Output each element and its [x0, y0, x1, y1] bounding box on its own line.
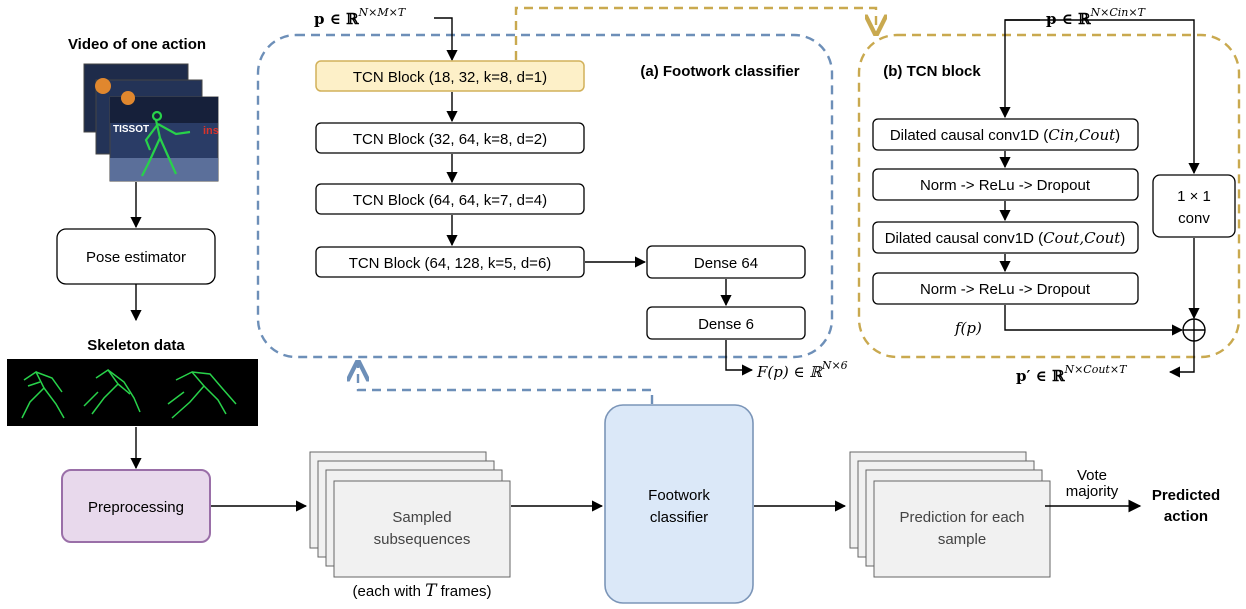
- predicted-label-line2: action: [1164, 508, 1208, 525]
- pose-estimator-label: Pose estimator: [86, 249, 186, 266]
- predicted-label-line1: Predicted: [1152, 487, 1220, 504]
- prediction-label-line1: Prediction for each: [899, 509, 1024, 526]
- dashed-link-tcn-detail: [514, 6, 876, 60]
- conv-1x1-line2: conv: [1178, 210, 1210, 227]
- sum-node-icon: [1182, 318, 1206, 342]
- tcn-block-4-label: TCN Block (64, 128, k=5, d=6): [349, 255, 552, 272]
- tcn-panel-title: (b) TCN block: [883, 63, 981, 80]
- arrow-dense6-output: [725, 340, 754, 376]
- tcn-output-label: p′ ∈ ℝN×Cout×T: [1016, 363, 1128, 385]
- conv-1x1-box: [1152, 174, 1236, 238]
- skeleton-title: Skeleton data: [87, 337, 185, 354]
- tcn-block-4: [315, 246, 585, 278]
- vote-label-line2: majority: [1066, 483, 1119, 500]
- conv1d-block-2: [872, 221, 1139, 254]
- dense-64-label: Dense 64: [694, 255, 758, 272]
- tcn-block-2-label: TCN Block (32, 64, k=8, d=2): [353, 131, 547, 148]
- footwork-classifier-line1: Footwork: [648, 487, 710, 504]
- norm-block-1: [872, 168, 1139, 201]
- arrow-sum-output: [1168, 341, 1195, 378]
- norm-block-1-label: Norm -> ReLu -> Dropout: [920, 177, 1091, 194]
- arrow-main-to-sum: [1004, 305, 1184, 336]
- footwork-classifier-line2: classifier: [650, 509, 708, 526]
- vote-label-line1: Vote: [1077, 467, 1107, 484]
- footwork-classifier-box: [604, 404, 754, 604]
- norm-block-2-label: Norm -> ReLu -> Dropout: [920, 281, 1091, 298]
- conv1d-block-1-label: Dilated causal conv1D (Cin,Cout): [890, 126, 1120, 144]
- sampled-label-line1: Sampled: [392, 509, 451, 526]
- arrow-tcn-input-residual: [1005, 19, 1200, 175]
- conv1d-block-2-label: Dilated causal conv1D (Cout,Cout): [885, 229, 1126, 247]
- tcn-block-panel: [857, 33, 1241, 359]
- skeleton-data-image: [7, 359, 258, 426]
- dashed-link-classifier-detail: [358, 362, 654, 404]
- conv1d-block-1: [872, 118, 1139, 151]
- dense-6-label: Dense 6: [698, 316, 754, 333]
- preprocessing-box: [61, 469, 211, 543]
- dense-6-box: [646, 306, 806, 340]
- tcn-input-label: p ∈ ℝN×Cin×T: [1046, 6, 1147, 28]
- conv-1x1-line1: 1 × 1: [1177, 188, 1211, 205]
- dense-64-box: [646, 245, 806, 279]
- tcn-block-3: [315, 183, 585, 215]
- residual-label: f(p): [954, 319, 982, 337]
- sampled-subsequences-stack: [309, 451, 511, 578]
- classifier-input-label: p ∈ ℝN×M×T: [314, 6, 407, 28]
- norm-block-2: [872, 272, 1139, 305]
- classifier-panel-title: (a) Footwork classifier: [640, 63, 799, 80]
- arrow-classifier-input: [434, 17, 458, 62]
- video-frames: TISSOT ins: [83, 63, 219, 182]
- video-frame-text: TISSOT: [113, 124, 149, 135]
- classifier-output-label: F(p) ∈ ℝN×6: [756, 359, 848, 381]
- tcn-block-1: [315, 60, 585, 92]
- prediction-stack: [849, 451, 1051, 578]
- footwork-classifier-panel: [256, 33, 834, 359]
- video-title: Video of one action: [68, 36, 206, 53]
- prediction-label-line2: sample: [938, 531, 986, 548]
- sampled-label-line2: subsequences: [374, 531, 471, 548]
- video-frame-text-2: ins: [203, 125, 219, 137]
- tcn-block-1-label: TCN Block (18, 32, k=8, d=1): [353, 69, 547, 86]
- tcn-block-2: [315, 122, 585, 154]
- frames-note: (each with T frames): [353, 581, 492, 601]
- preprocessing-label: Preprocessing: [88, 499, 184, 516]
- tcn-block-3-label: TCN Block (64, 64, k=7, d=4): [353, 192, 547, 209]
